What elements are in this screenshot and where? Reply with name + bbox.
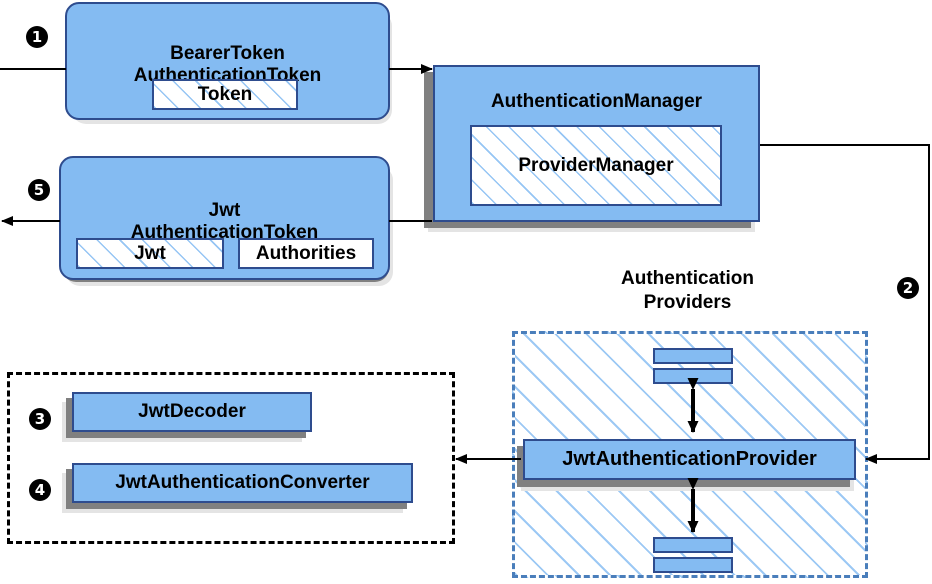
provider-stub-top-1 <box>653 348 733 364</box>
jwt-provider-label: JwtAuthenticationProvider <box>562 448 817 470</box>
provider-stub-bottom-1 <box>653 537 733 553</box>
provider-stub-top-2 <box>653 368 733 384</box>
node-jwt-decoder[interactable]: JwtDecoder <box>72 392 312 432</box>
bearer-token-title-line1: BearerToken <box>170 43 285 64</box>
badge-step-1: 1 <box>26 26 48 48</box>
jwt-support-region <box>7 372 455 544</box>
jwt-decoder-label: JwtDecoder <box>138 401 246 422</box>
slot-authorities: Authorities <box>238 238 374 269</box>
auth-manager-title: AuthenticationManager <box>490 91 703 112</box>
jwt-token-title-line2: AuthenticationToken <box>130 222 319 243</box>
badge-step-5: 5 <box>28 179 50 201</box>
auth-providers-label-line2: Providers <box>643 292 732 313</box>
badge-step-2: 2 <box>897 277 919 299</box>
node-jwt-authentication-provider[interactable]: JwtAuthenticationProvider <box>523 439 856 480</box>
jwt-token-title-line1: Jwt <box>208 200 241 221</box>
badge-step-4: 4 <box>29 479 51 501</box>
provider-stub-bottom-2 <box>653 557 733 573</box>
auth-providers-label-line1: Authentication <box>621 268 754 289</box>
slot-token: Token <box>152 79 298 110</box>
slot-jwt: Jwt <box>76 238 224 269</box>
jwt-converter-label: JwtAuthenticationConverter <box>115 472 370 493</box>
node-jwt-authentication-converter[interactable]: JwtAuthenticationConverter <box>72 463 413 503</box>
authentication-providers-label: Authentication Providers <box>575 267 800 315</box>
slot-provider-manager: ProviderManager <box>470 125 722 206</box>
badge-step-3: 3 <box>29 408 51 430</box>
